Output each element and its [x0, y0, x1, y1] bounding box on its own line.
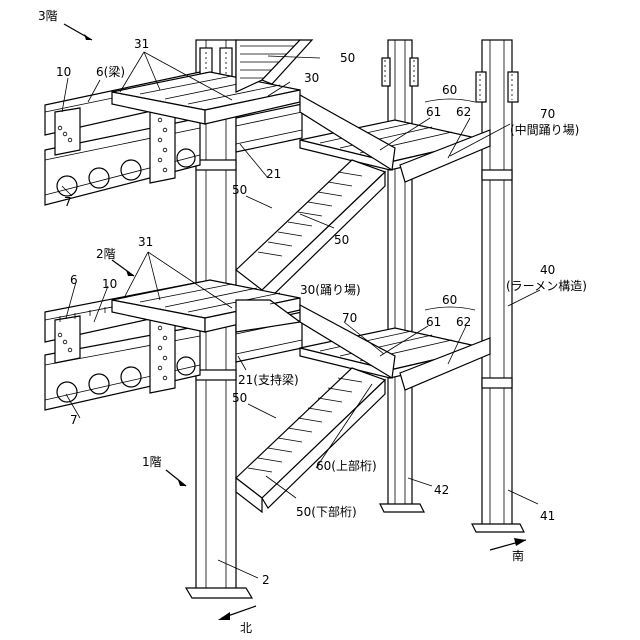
- label-70-upper: 70: [540, 107, 555, 121]
- label-60-lower: 60: [442, 293, 457, 307]
- label-60-upper: 60: [442, 83, 457, 97]
- arrow-north-icon: [218, 612, 230, 620]
- label-40: 40: [540, 263, 555, 277]
- label-41: 41: [540, 509, 555, 523]
- label-31-lower: 31: [138, 235, 153, 249]
- label-50-mid-left: 50: [232, 183, 247, 197]
- label-30-lower: 30(踊り場): [300, 283, 361, 297]
- label-50-top: 50: [340, 51, 355, 65]
- floor-label-3: 3階: [38, 8, 58, 23]
- label-30-upper: 30: [304, 71, 319, 85]
- floor-3-beams: [45, 72, 302, 205]
- floor-label-2: 2階: [96, 246, 116, 261]
- label-61-lower: 61: [426, 315, 441, 329]
- label-21-upper: 21: [266, 167, 281, 181]
- label-60-bottom: 60(上部桁): [316, 458, 377, 473]
- label-62-upper: 62: [456, 105, 471, 119]
- label-6-upper: 6(梁): [96, 64, 125, 79]
- label-6-lower: 6: [70, 273, 78, 287]
- label-61-upper: 61: [426, 105, 441, 119]
- label-10-lower: 10: [102, 277, 117, 291]
- compass-north: 北: [240, 621, 252, 635]
- label-50-lower: 50: [232, 391, 247, 405]
- label-40-desc: (ラーメン構造): [506, 279, 587, 293]
- label-70-lower: 70: [342, 311, 357, 325]
- label-62-lower: 62: [456, 315, 471, 329]
- label-7-lower: 7: [70, 413, 78, 427]
- structure-drawing: [45, 40, 524, 598]
- label-10-upper: 10: [56, 65, 71, 79]
- column-42: [380, 40, 424, 512]
- floor-label-1: 1階: [142, 454, 162, 469]
- label-70-upper-desc: (中間踊り場): [510, 122, 579, 137]
- label-7-upper: 7: [64, 195, 72, 209]
- label-50-mid-right: 50: [334, 233, 349, 247]
- label-2: 2: [262, 573, 270, 587]
- label-42: 42: [434, 483, 449, 497]
- arrow-south-icon: [514, 538, 526, 546]
- label-21-lower: 21(支持梁): [238, 372, 299, 387]
- compass-south: 南: [512, 548, 524, 563]
- label-31-upper: 31: [134, 37, 149, 51]
- label-50-bottom: 50(下部桁): [296, 504, 357, 519]
